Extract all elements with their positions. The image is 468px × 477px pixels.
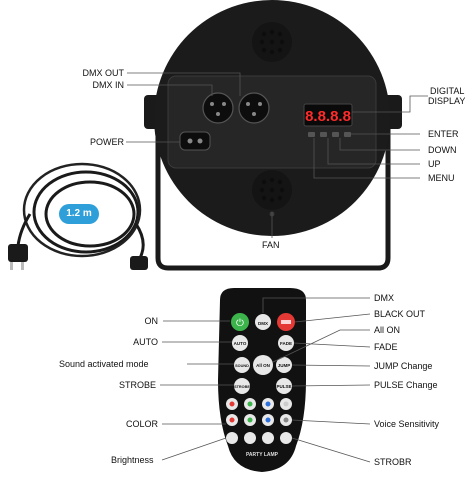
auto-button[interactable] — [232, 335, 248, 351]
device-callout-lines — [126, 72, 428, 238]
jump-button-label: JUMP — [278, 363, 291, 368]
brightness-button-1[interactable] — [226, 432, 238, 444]
on-button[interactable] — [231, 313, 249, 331]
power-socket-icon — [179, 131, 211, 151]
label-dmx-out: DMX OUT — [82, 68, 125, 78]
all-on-button[interactable] — [253, 355, 273, 375]
label-all-on: All ON — [374, 325, 401, 335]
label-menu: MENU — [428, 173, 455, 183]
label-strobe: STROBE — [118, 380, 156, 390]
label-digital-display-1: DIGITAL — [430, 86, 465, 96]
label-power: POWER — [89, 137, 124, 147]
remote-brand: PARTY LAMP — [246, 452, 279, 458]
dmx-out-connector-icon — [202, 92, 234, 124]
brightness-button-4[interactable] — [280, 432, 292, 444]
dmx-in-connector-icon — [238, 92, 270, 124]
mounting-bracket — [155, 120, 391, 271]
sound-button-label: SOUND — [235, 364, 249, 368]
display-digits: 8.8.8.8 — [305, 108, 351, 125]
label-dmx-in: DMX IN — [92, 80, 125, 90]
label-sound: Sound activated mode — [59, 359, 149, 369]
label-on: ON — [144, 316, 159, 326]
label-dmx: DMX — [374, 293, 394, 303]
down-button[interactable] — [332, 132, 339, 137]
label-strobr: STROBR — [374, 457, 412, 467]
label-pulse: PULSE Change — [374, 380, 438, 390]
jump-button[interactable] — [276, 357, 292, 373]
label-brightness: Brightness — [111, 455, 154, 465]
cable-length-badge: 1.2 m — [59, 204, 99, 224]
label-color: COLOR — [125, 419, 158, 429]
label-up: UP — [428, 159, 441, 169]
label-down: DOWN — [428, 145, 457, 155]
control-buttons — [308, 132, 351, 137]
up-button[interactable] — [320, 132, 327, 137]
remote-callout-lines — [160, 297, 371, 463]
label-fan: FAN — [262, 240, 280, 250]
fade-button[interactable] — [278, 335, 294, 351]
brightness-button-3[interactable] — [262, 432, 274, 444]
label-fade: FADE — [374, 342, 398, 352]
sound-button[interactable] — [234, 357, 250, 373]
label-auto: AUTO — [133, 337, 158, 347]
digital-display — [303, 103, 353, 127]
label-digital-display-2: DISPLAY — [428, 96, 466, 106]
pulse-button[interactable] — [276, 378, 292, 394]
pulse-button-label: PULSE — [276, 384, 291, 389]
remote-body — [218, 288, 306, 472]
top-vent-icon — [252, 22, 292, 62]
label-voice: Voice Sensitivity — [374, 419, 440, 429]
color-buttons — [226, 398, 292, 444]
label-black-out: BLACK OUT — [374, 309, 426, 319]
auto-button-label: AUTO — [234, 341, 247, 346]
stage-light: 8.8.8.8 — [126, 0, 428, 271]
all-on-button-label: All ON — [256, 363, 270, 368]
menu-button[interactable] — [308, 132, 315, 137]
fade-button-label: FADE — [280, 341, 292, 346]
dmx-button[interactable] — [255, 314, 271, 330]
dmx-button-label: DMX — [258, 321, 268, 326]
label-jump: JUMP Change — [374, 361, 433, 371]
enter-button[interactable] — [344, 132, 351, 137]
power-cable-icon — [8, 162, 148, 270]
strobe-button-label: STROBE — [234, 385, 250, 389]
power-icon: ⏻ — [236, 318, 244, 329]
bottom-vent-icon — [252, 170, 292, 217]
remote-control: ⏻ DMX AUTO FADE SOUND All ON JUMP STROBE… — [160, 288, 371, 472]
strobe-button[interactable] — [234, 378, 250, 394]
label-enter: ENTER — [428, 129, 459, 139]
brightness-button-2[interactable] — [244, 432, 256, 444]
